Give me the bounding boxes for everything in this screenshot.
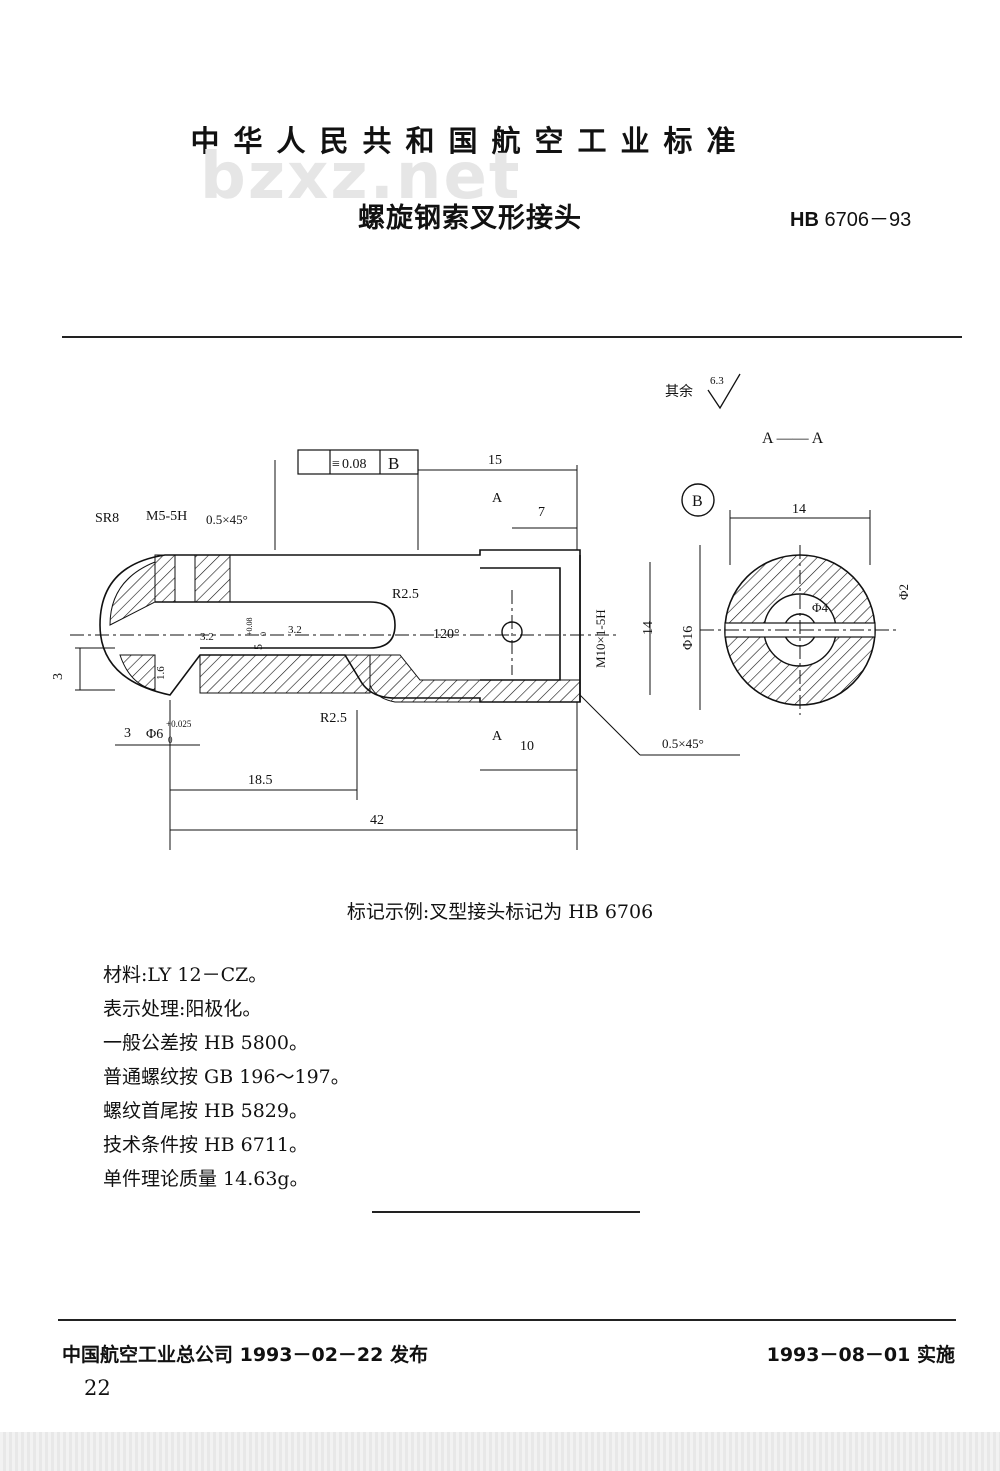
label-r25-top: R2.5 [392, 587, 419, 602]
label-dim18-5: 18.5 [248, 773, 273, 788]
label-section-a-bottom: A [492, 729, 503, 744]
roughness-rest-label: 其余 [665, 383, 693, 400]
label-roughness-32-a: 3.2 [200, 631, 214, 643]
technical-notes: 材料:LY 12－CZ。 表示处理:阳极化。 一般公差按 HB 5800。 普通… [103, 958, 350, 1196]
label-chamfer-top: 0.5×45° [206, 512, 248, 527]
label-slot5-tol: +0.08 [245, 617, 254, 636]
note-material: 材料:LY 12－CZ。 [103, 964, 268, 986]
label-dim7: 7 [538, 505, 545, 520]
watermark: bzxz.net [200, 140, 522, 214]
label-roughness-16: 1.6 [155, 666, 167, 680]
label-phi6-tol: +0.025 [166, 719, 192, 729]
datum-circle-label: B [692, 493, 703, 510]
roughness-rest-icon [707, 373, 741, 410]
label-roughness-32-b: 3.2 [288, 624, 302, 636]
label-sr8: SR8 [95, 511, 119, 526]
label-phi6-tol-low: 0 [168, 735, 173, 745]
datum-label: B [388, 454, 399, 473]
note-surface-treatment: 表示处理:阳极化。 [103, 998, 262, 1020]
roughness-rest-value: 6.3 [710, 375, 724, 387]
marking-example: 标记示例:叉型接头标记为 HB 6706 [346, 901, 654, 923]
note-unit-mass: 单件理论质量 14.63g。 [103, 1168, 309, 1190]
label-m10: M10×1-5H [593, 609, 608, 668]
flatness-symbol: ≡ [332, 457, 340, 472]
document-title: 螺旋钢索叉形接头 [358, 203, 582, 234]
label-slot5: 5 [251, 644, 265, 650]
footer-divider [58, 1319, 956, 1321]
note-thread-ends: 螺纹首尾按 HB 5829。 [103, 1100, 308, 1122]
label-m5: M5-5H [146, 509, 187, 524]
label-dim3-left: 3 [51, 673, 66, 680]
bottom-scan-strip [0, 1432, 1000, 1471]
note-technical-conditions: 技术条件按 HB 6711。 [103, 1134, 308, 1156]
flatness-value: 0.08 [342, 457, 367, 472]
header-divider [62, 336, 962, 338]
label-phi2: Φ2 [896, 584, 911, 600]
note-thread: 普通螺纹按 GB 196～197。 [103, 1066, 350, 1088]
effective-date: 1993－08－01 实施 [766, 1344, 955, 1366]
page-number: 22 [84, 1376, 111, 1400]
label-section-a-top: A [492, 491, 503, 506]
label-dim10: 10 [520, 739, 534, 754]
label-dim15: 15 [488, 453, 502, 468]
label-r25-bottom: R2.5 [320, 711, 347, 726]
label-phi6: Φ6 [146, 727, 163, 742]
label-dim42: 42 [370, 813, 384, 828]
label-chamfer-bottom: 0.5×45° [662, 736, 704, 751]
section-label: A —— A [762, 430, 824, 447]
label-dim14-v: 14 [641, 621, 656, 635]
issuer-line: 中国航空工业总公司 1993－02－22 发布 [62, 1344, 428, 1366]
label-dim3-bottom: 3 [124, 726, 131, 741]
note-general-tolerance: 一般公差按 HB 5800。 [103, 1032, 308, 1054]
label-dim14-h: 14 [792, 502, 806, 517]
label-angle: 120° [433, 627, 460, 642]
label-phi16: Φ16 [681, 626, 696, 650]
technical-drawing: ≡ 0.08 B B 其余 6.3 A —— A SR8 M5-5H 0.5×4… [51, 373, 911, 850]
standard-number: HB 6706－93 [790, 209, 912, 231]
notes-end-divider [372, 1211, 640, 1213]
standard-body-title: 中华人民共和国航空工业标准 [190, 124, 750, 158]
label-slot5-tol-low: 0 [259, 632, 268, 636]
label-phi4: Φ4 [812, 600, 829, 615]
